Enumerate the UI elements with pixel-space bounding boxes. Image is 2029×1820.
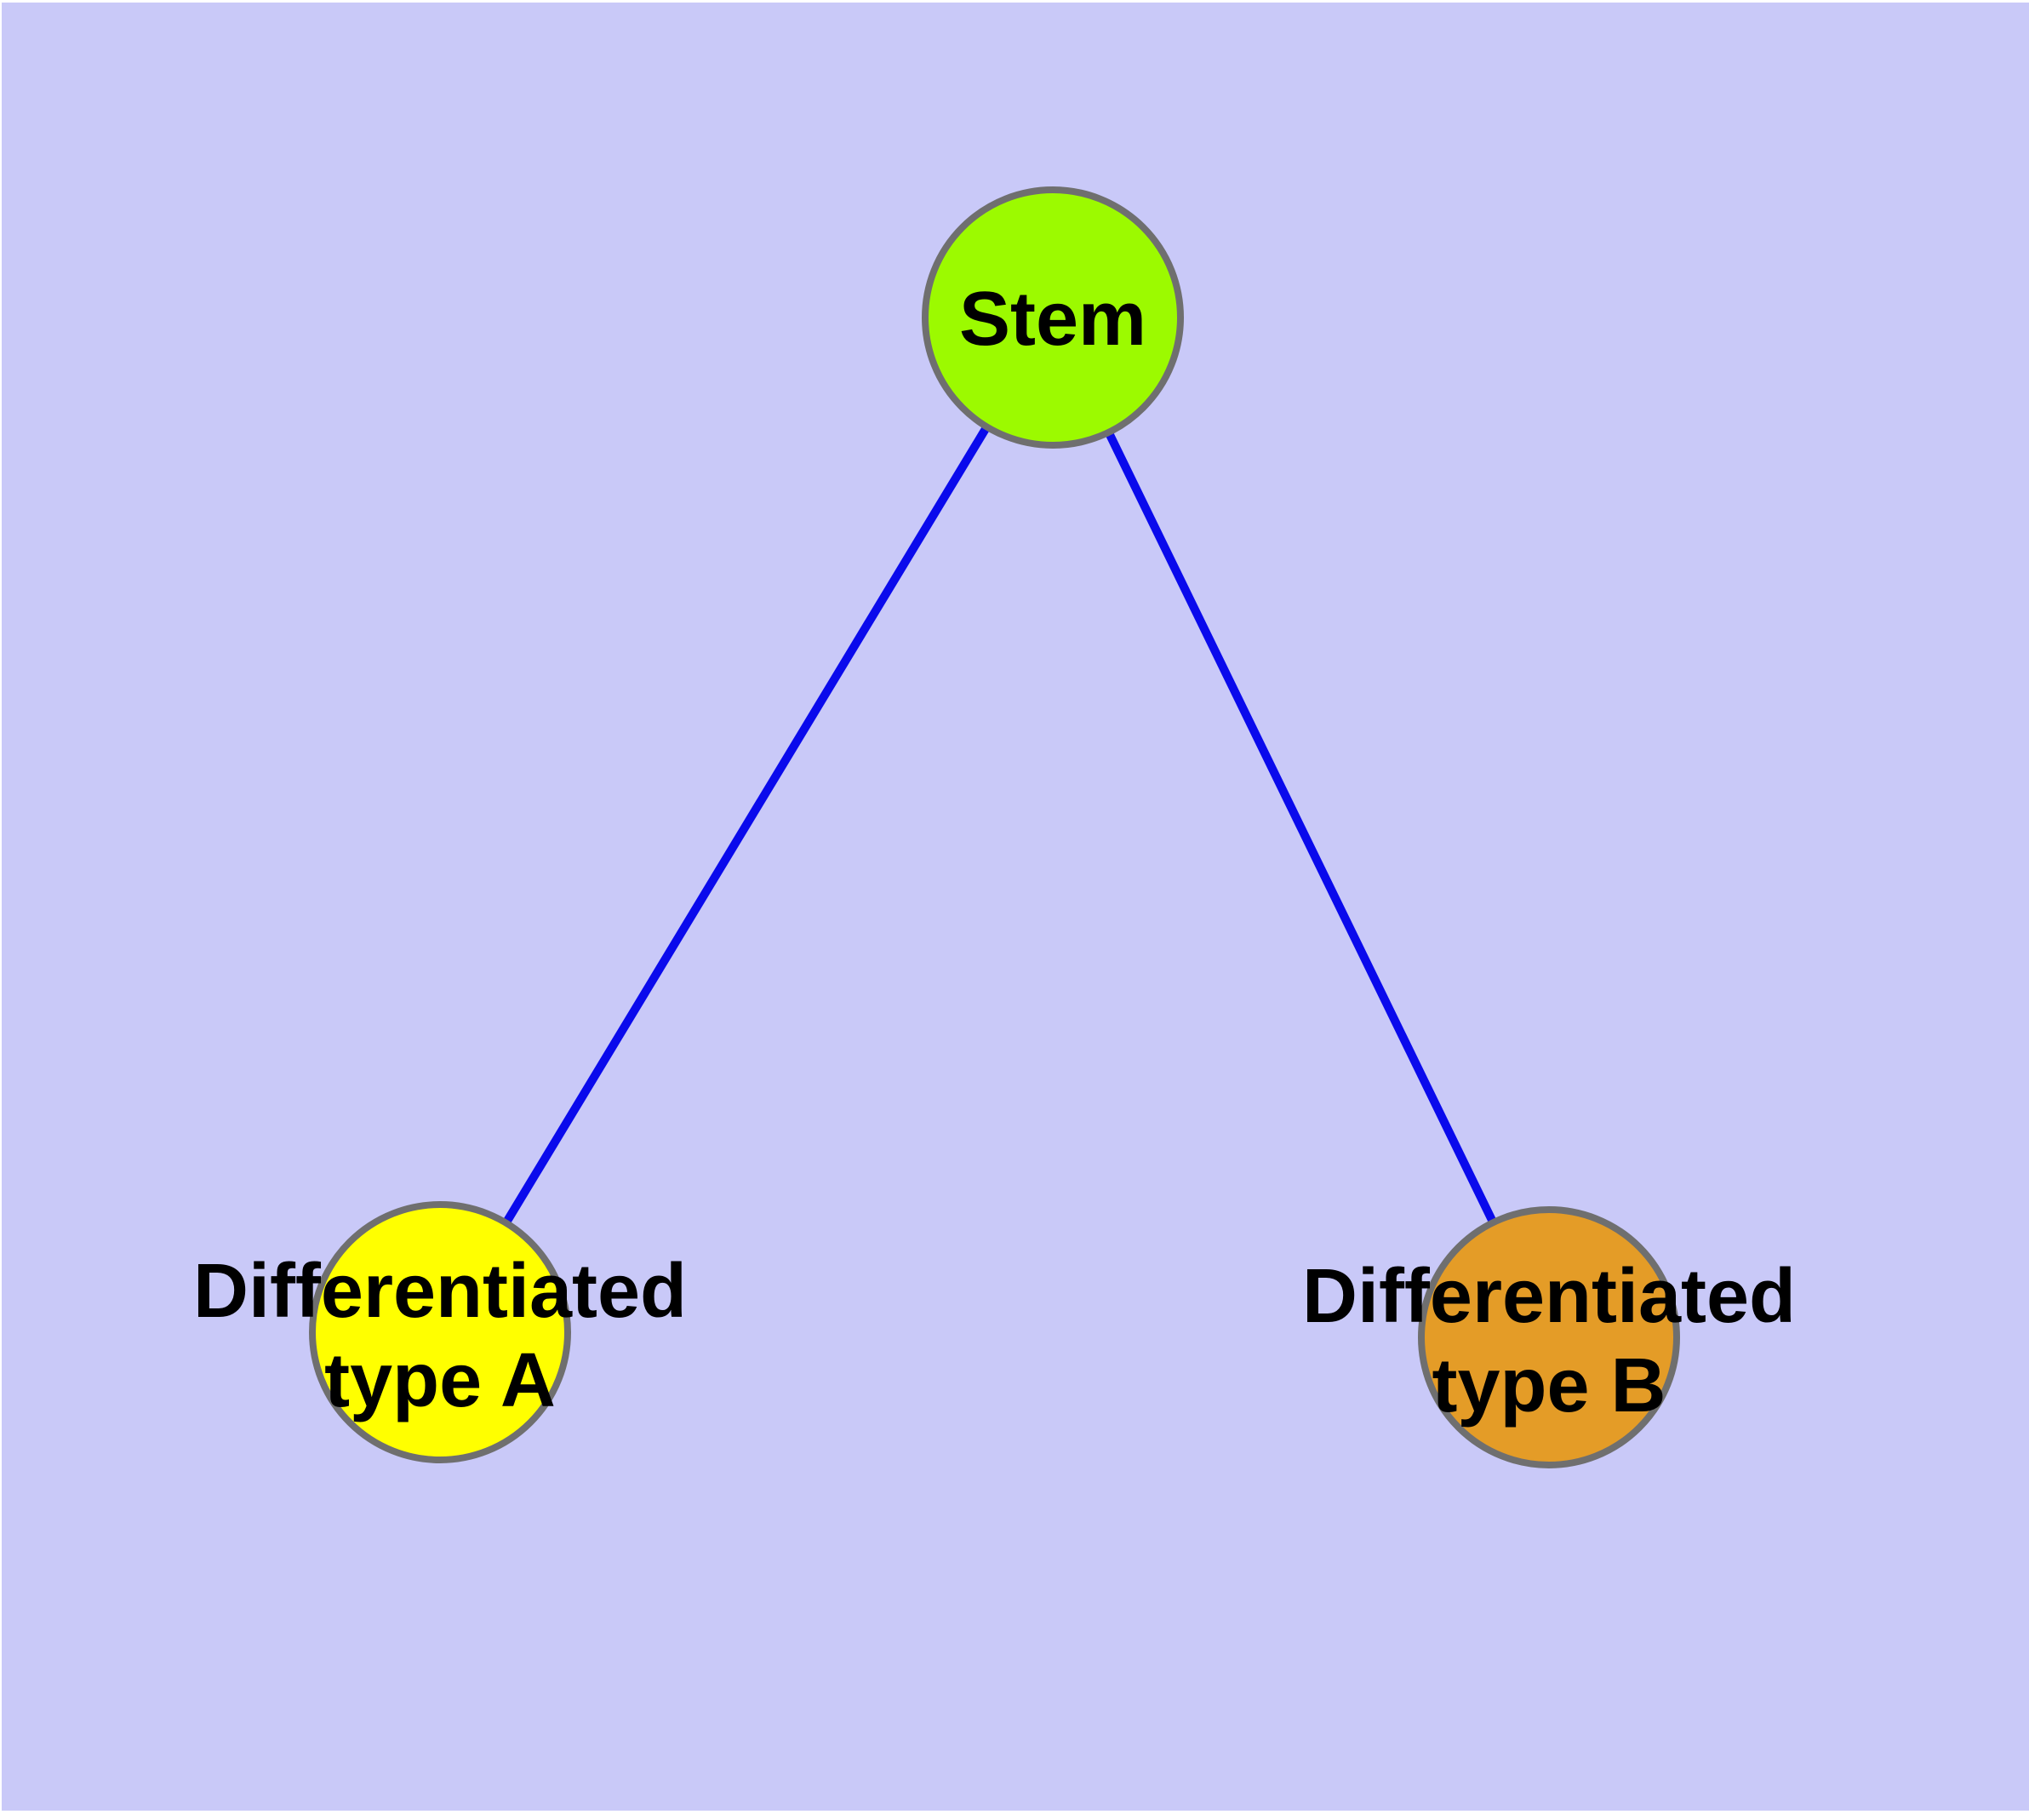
edge-stem-to-typeB	[1049, 315, 1553, 1340]
node-typeB-label-line2: type B	[1432, 1343, 1666, 1428]
node-stem-label: Stem	[959, 277, 1146, 362]
node-differentiated-type-a	[309, 1201, 571, 1463]
node-typeB-label-line1: Differentiated	[1302, 1254, 1796, 1339]
node-differentiated-type-b	[1418, 1206, 1680, 1468]
edge-stem-to-typeA	[436, 315, 1057, 1335]
node-typeA-label-line2: type A	[324, 1338, 556, 1423]
node-typeA-label-line1: Differentiated	[193, 1249, 687, 1334]
node-stem	[922, 186, 1184, 449]
